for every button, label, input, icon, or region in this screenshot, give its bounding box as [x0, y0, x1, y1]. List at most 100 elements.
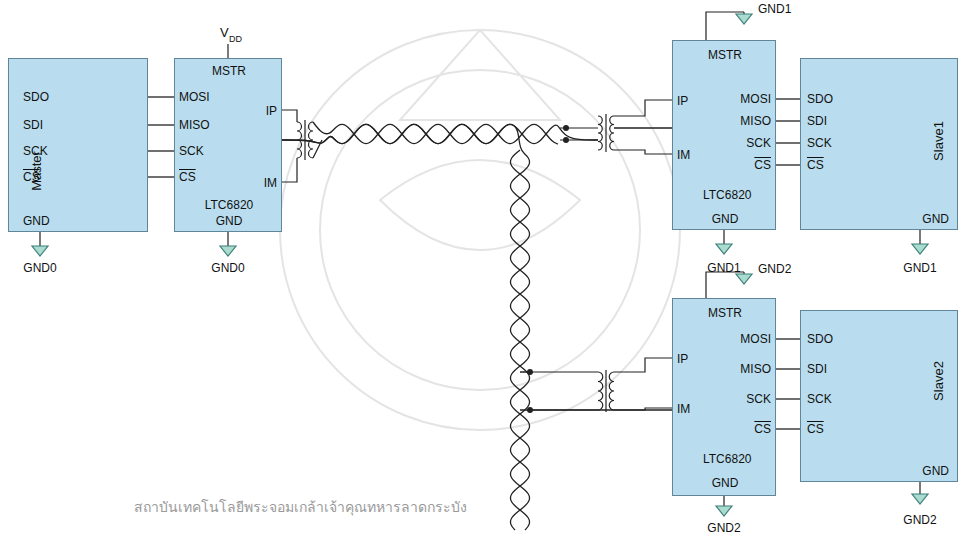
ground-triangle: [716, 244, 732, 254]
spi-wire: [148, 96, 174, 97]
spi-wire: [776, 398, 800, 399]
spi-wire: [776, 338, 800, 339]
pin-name: IM: [677, 401, 690, 417]
spi-wire: [148, 150, 174, 151]
pin-name: MISO: [179, 117, 210, 133]
pin-name: CS: [807, 157, 824, 173]
ground-symbol: [32, 14, 928, 516]
pin-name: SDO: [23, 89, 49, 105]
chip-box: MSTR MOSI MISO SCK CSLTC6820GND IP IM: [672, 298, 776, 496]
pin-name: GND: [712, 475, 739, 491]
spi-wire: [776, 164, 800, 165]
ground-label: GND0: [211, 262, 244, 275]
pin-name: GND: [216, 213, 243, 229]
ground-label: GND1: [903, 262, 936, 275]
ground-triangle: [912, 494, 928, 504]
ground-label: GND1: [707, 262, 740, 275]
device-name: Master: [29, 151, 45, 191]
pin-name: IP: [677, 351, 688, 367]
watermark: สถาบันเทคโนโลยีพระจอมเกล้าเจ้าคุณทหารลาด…: [134, 500, 467, 515]
pair-strand: [510, 150, 529, 530]
ground-wire: [40, 230, 920, 506]
isospi-link: [282, 124, 672, 530]
spi-wire: [776, 428, 800, 429]
ground-label: GND0: [23, 262, 56, 275]
pin-name: CS: [179, 169, 196, 185]
pin-name: SDO: [807, 91, 833, 107]
device-box: SDOSDISCKCSGNDSlave2: [800, 310, 958, 482]
pin-name: MOSI: [740, 91, 771, 107]
pin-name: CS: [754, 421, 771, 437]
device-box: SDOSDISCKCSGNDMaster: [8, 58, 148, 232]
pin-name: SCK: [746, 135, 771, 151]
supply-label: DD: [229, 35, 242, 45]
ground-triangle: [220, 246, 236, 256]
device-name: Slave2: [931, 361, 947, 401]
ground-triangle: [716, 506, 732, 516]
pin-name: SDI: [23, 117, 43, 133]
transformer-core: [605, 370, 606, 412]
twisted-pair: [313, 122, 558, 530]
im-wire: [614, 150, 672, 154]
pin-name: SCK: [746, 391, 771, 407]
pin-name: MSTR: [708, 305, 742, 321]
pin-name: GND: [712, 211, 739, 227]
ground-label: GND2: [707, 522, 740, 535]
pin-name: SCK: [807, 391, 832, 407]
pin-name: MISO: [740, 113, 771, 129]
device-box: SDO SDI SCK CS GND Slave1: [800, 58, 958, 230]
transformer-symbol: [297, 114, 614, 412]
pin-name: IM: [677, 147, 690, 163]
pin-name: IP: [266, 103, 277, 119]
transformer-coil: [610, 116, 614, 150]
spi-wire: [776, 368, 800, 369]
spi-wire: [776, 120, 800, 121]
pin-name: CS: [754, 157, 771, 173]
device-name: Slave1: [931, 121, 947, 161]
spi-wire: [776, 142, 800, 143]
pin-name: LTC6820: [703, 451, 751, 467]
pin-name: LTC6820: [205, 197, 253, 213]
chip-box: MSTR MOSI MISO SCK CSLTC6820GND IP IM: [672, 40, 776, 230]
pin-name: IM: [264, 175, 277, 191]
ground-triangle: [32, 246, 48, 256]
spi-wire: [776, 98, 800, 99]
pin-name: MISO: [740, 361, 771, 377]
pin-name: GND: [922, 211, 949, 227]
pin-name: SCK: [179, 143, 204, 159]
pin-name: SDI: [807, 113, 827, 129]
isospi-link: [282, 124, 672, 143]
im-wire: [282, 158, 297, 182]
ground-label: GND2: [903, 514, 936, 527]
ground-triangle: [912, 244, 928, 254]
pin-name: GND: [23, 213, 50, 229]
ground-triangle: [736, 14, 752, 24]
pin-name: LTC6820: [703, 187, 751, 203]
pin-name: IP: [677, 93, 688, 109]
tap-wire: [530, 371, 598, 372]
transformer-coil: [598, 116, 602, 150]
ground-triangle: [736, 274, 752, 284]
chip-box: MSTRMOSI MISO SCK CS LTC6820GND IP IM: [174, 58, 282, 232]
transformer-coil: [309, 122, 314, 158]
ground-label: GND1: [758, 3, 791, 16]
pin-name: CS: [807, 421, 824, 437]
pin-name: MOSI: [179, 89, 210, 105]
transformer-coil: [598, 372, 603, 410]
pin-name: MSTR: [212, 63, 246, 79]
junction-dot: [527, 125, 569, 413]
spi-wire: [148, 124, 174, 125]
pin-name: GND: [922, 463, 949, 479]
ip-wire: [282, 110, 297, 122]
ip-wire: [614, 100, 672, 116]
ip-wire: [614, 358, 672, 372]
pin-name: SDO: [807, 331, 833, 347]
pin-name: SCK: [807, 135, 832, 151]
ground-label: GND2: [758, 263, 791, 276]
pin-name: MSTR: [708, 47, 742, 63]
spi-wire: [148, 176, 174, 177]
pin-name: MOSI: [740, 331, 771, 347]
supply-label: V: [220, 26, 229, 40]
transformer-core: [605, 114, 606, 152]
vdd-wire: [227, 44, 228, 58]
